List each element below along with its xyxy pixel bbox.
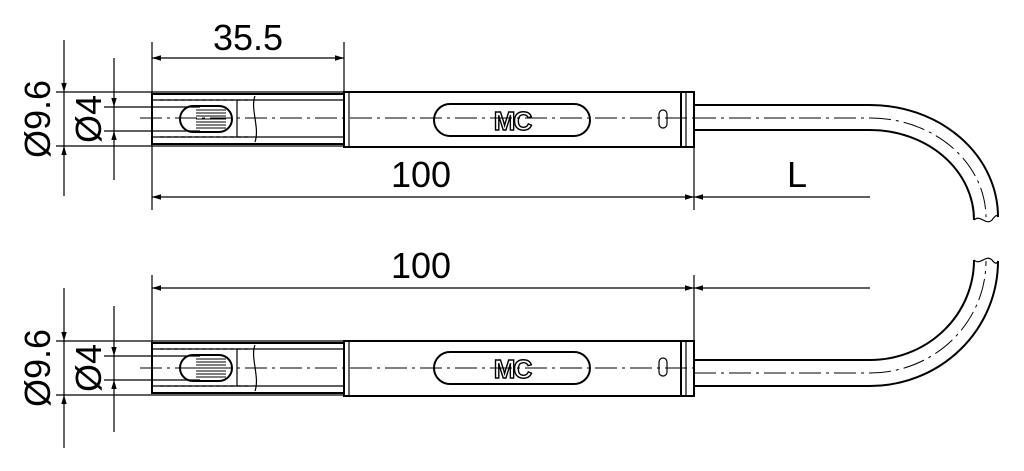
logo-text: MC (494, 106, 533, 136)
vent-hole (658, 109, 668, 129)
dim-inner-diameter-bottom: Ø4 (68, 344, 109, 392)
cable-break-bottom (973, 257, 999, 264)
cable (694, 104, 999, 387)
connector-bottom: MC (140, 340, 695, 397)
vent-hole (658, 357, 668, 377)
dim-inner-diameter-top: Ø4 (68, 95, 109, 143)
connector-top: MC (140, 91, 695, 148)
dim-outer-diameter-bottom: Ø9.6 (17, 329, 58, 407)
spring-contact (179, 105, 233, 133)
dim-outer-diameter-top: Ø9.6 (17, 80, 58, 158)
cable-break-top (973, 214, 999, 223)
dim-body-length-bottom: 100 (391, 245, 451, 286)
dim-cable-length: L (787, 154, 807, 195)
logo-pill (433, 103, 591, 137)
dim-socket-length: 35.5 (213, 17, 283, 58)
dimensions-top: 35.5 100 L Ø9.6 Ø4 (17, 17, 870, 210)
dim-body-length-top: 100 (391, 154, 451, 195)
logo-text: MC (494, 354, 533, 384)
dimensions-bottom: 100 Ø9.6 Ø4 (17, 245, 870, 448)
handle-end-ring (680, 91, 695, 148)
